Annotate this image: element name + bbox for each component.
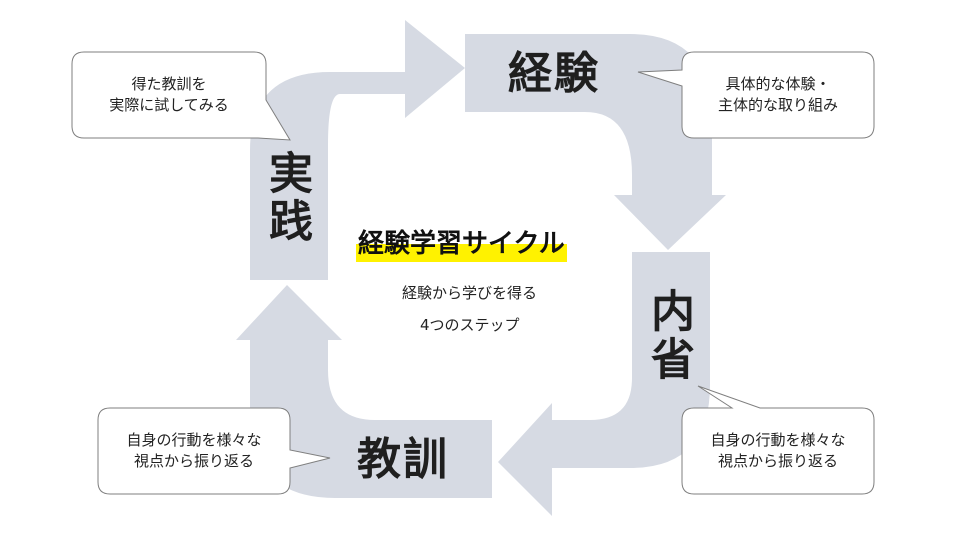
callout-bottom-left-text: 自身の行動を様々な 視点から振り返る bbox=[126, 431, 262, 470]
arrow-reflection-to-lesson bbox=[498, 252, 710, 516]
diagram-subtitle-1: 経験から学びを得る bbox=[402, 284, 538, 302]
arrow-practice-to-experience bbox=[250, 20, 465, 280]
step-experience: 経験 bbox=[508, 48, 600, 99]
step-lesson: 教訓 bbox=[357, 434, 449, 485]
callout-bubble-top-right bbox=[637, 51, 875, 139]
callout-top-right: 具体的な体験・ 主体的な取り組み bbox=[682, 52, 874, 138]
callout-bottom-right: 自身の行動を様々な 視点から振り返る bbox=[682, 408, 874, 494]
callout-bubble-top-left bbox=[71, 51, 291, 141]
callout-top-right-text: 具体的な体験・ 主体的な取り組み bbox=[717, 75, 838, 114]
step-practice: 実践 bbox=[261, 150, 312, 246]
callout-top-left: 得た教訓を 実際に試してみる bbox=[72, 52, 266, 138]
step-reflection: 内省 bbox=[643, 288, 694, 384]
callout-top-left-text: 得た教訓を 実際に試してみる bbox=[109, 75, 229, 114]
callout-bottom-right-text: 自身の行動を様々な 視点から振り返る bbox=[710, 431, 846, 470]
diagram-title: 経験学習サイクル bbox=[358, 229, 565, 259]
diagram-subtitle-2: 4つのステップ bbox=[420, 316, 520, 334]
diagram-title-highlight: 経験学習サイクル bbox=[356, 226, 567, 264]
callout-bottom-left: 自身の行動を様々な 視点から振り返る bbox=[98, 408, 290, 494]
callout-bubble-bottom-right bbox=[681, 385, 875, 495]
callout-bubble-bottom-left bbox=[97, 407, 331, 495]
arrow-lesson-to-practice bbox=[236, 285, 492, 498]
arrow-experience-to-reflection bbox=[465, 34, 726, 250]
